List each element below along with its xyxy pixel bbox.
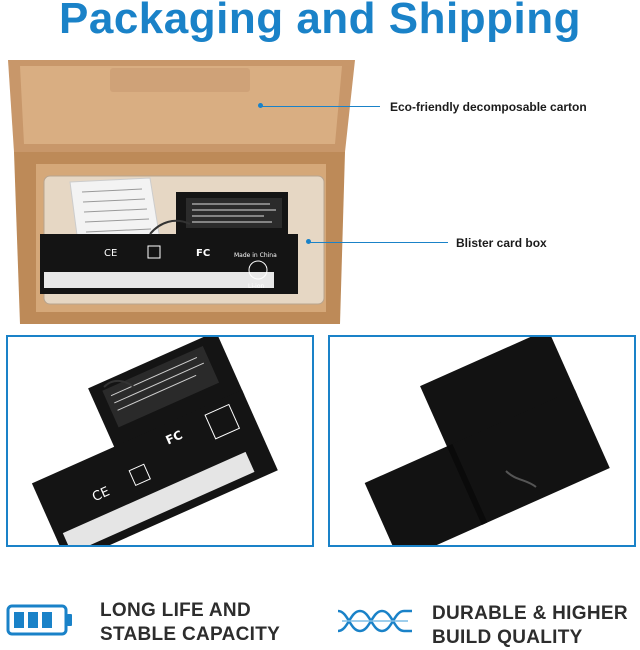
feature-line: DURABLE & HIGHER — [432, 603, 628, 624]
callout-dot — [258, 103, 263, 108]
callout-line — [310, 242, 448, 243]
battery-front-panel: CE FC — [6, 335, 314, 547]
twisted-cable-icon — [337, 609, 412, 633]
callout-line — [262, 106, 380, 107]
feature-line: BUILD QUALITY — [432, 627, 583, 648]
svg-text:FC: FC — [163, 428, 184, 448]
carton-photo: CE FC Made in China Li-ion — [8, 60, 355, 324]
feature-durable: DURABLE & HIGHER BUILD QUALITY — [432, 602, 628, 650]
svg-text:FC: FC — [196, 248, 210, 259]
callout-dot — [306, 239, 311, 244]
blister-callout: Blister card box — [456, 236, 547, 250]
feature-long-life: LONG LIFE AND STABLE CAPACITY — [100, 599, 280, 647]
carton-callout: Eco-friendly decomposable carton — [390, 100, 587, 114]
battery-front-image: CE FC — [31, 337, 278, 545]
feature-line: STABLE CAPACITY — [100, 624, 281, 645]
svg-text:CE: CE — [104, 248, 117, 259]
made-in-label: Made in China — [234, 252, 277, 259]
li-ion-label: Li-ion — [248, 283, 265, 290]
battery-back-image — [364, 337, 610, 545]
page-title: Packaging and Shipping — [59, 0, 581, 43]
battery-full-icon — [6, 604, 72, 636]
feature-line: LONG LIFE AND — [100, 600, 251, 621]
svg-text:CE: CE — [90, 484, 112, 505]
battery-back-panel — [328, 335, 636, 547]
